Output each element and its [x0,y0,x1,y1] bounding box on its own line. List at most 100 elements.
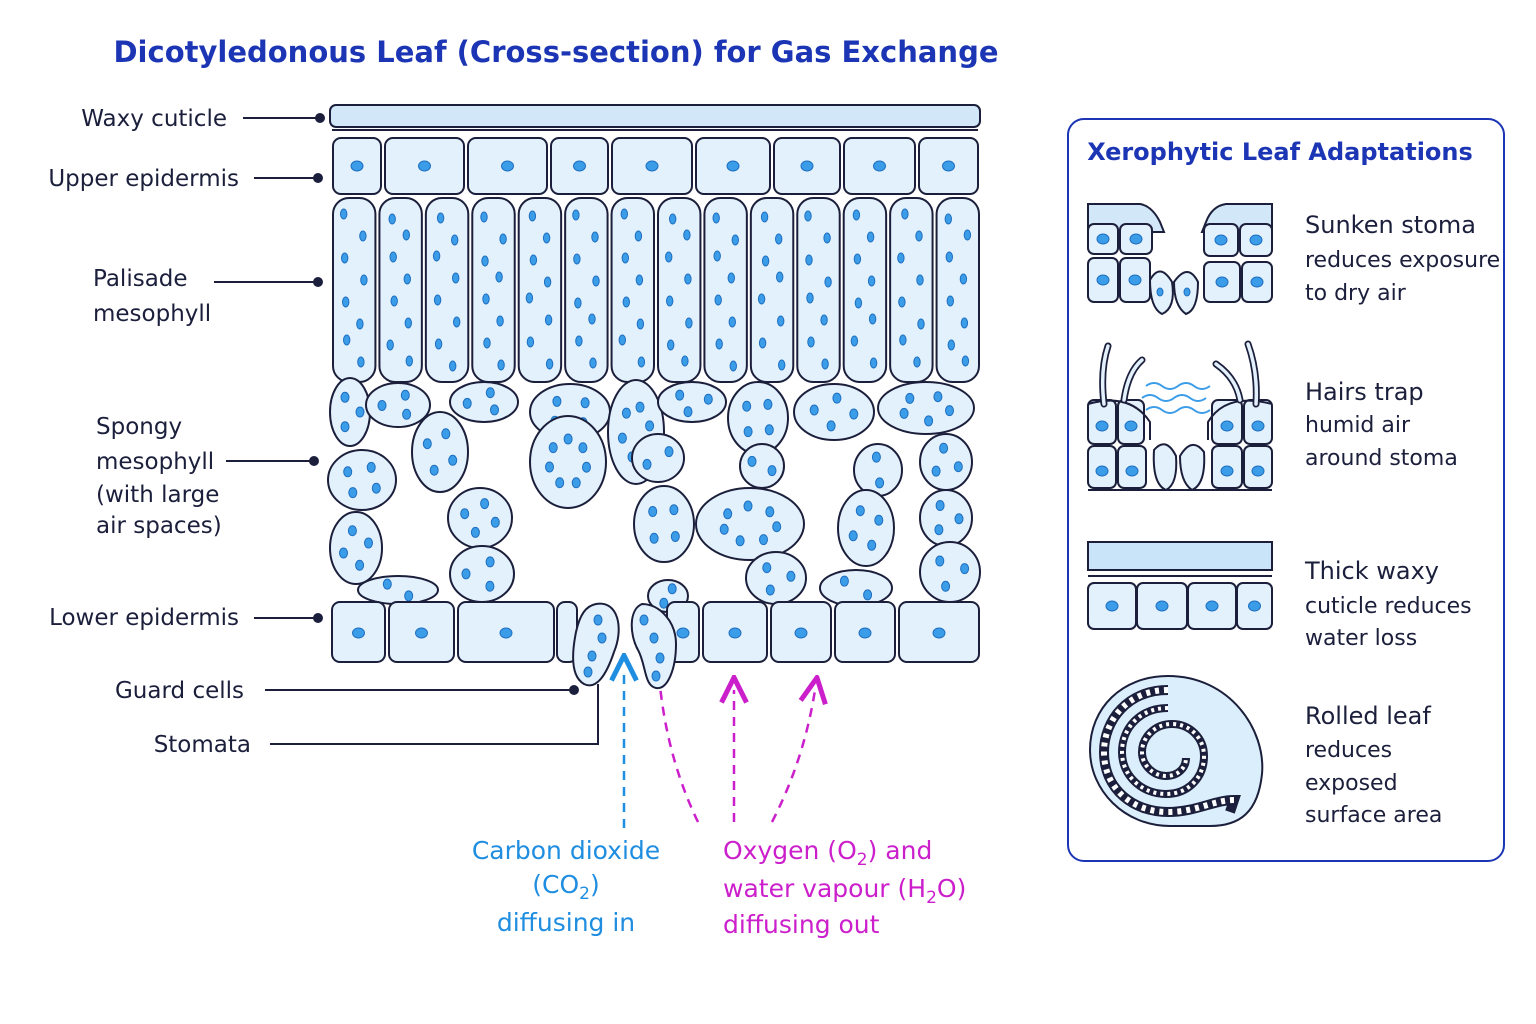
chloroplast [715,338,723,350]
chloroplast [863,589,873,601]
nucleus [873,160,886,172]
spongy-cell [448,380,520,424]
chloroplast [655,652,665,664]
spongy-cell [630,432,686,484]
chloroplast [728,316,736,328]
palisade-cell [749,197,795,383]
chloroplast [778,359,786,371]
nucleus [1220,465,1234,477]
chloroplast [483,337,491,349]
palisade-cell [610,197,655,383]
palisade-cell [935,197,980,383]
chloroplast [659,597,669,609]
chloroplast [959,273,968,285]
chloroplast [684,273,692,285]
nucleus [1096,233,1110,245]
chloroplast [563,433,573,445]
rolled-leaf-cells [1100,687,1235,816]
label-waxy-cuticle: Waxy cuticle [81,106,227,132]
chloroplast [482,293,490,305]
adaptation-sunken-desc-1: reduces exposure [1305,248,1500,273]
chloroplast [485,580,495,592]
nucleus [1155,600,1169,612]
chloroplast [591,231,599,243]
chloroplast [529,254,538,266]
spongy-cell [356,574,440,606]
nucleus [499,627,513,639]
adaptation-hairs-desc-2: around stoma [1305,446,1458,471]
adaptation-hairs-head: Hairs trap [1305,378,1424,406]
chloroplast [485,556,495,568]
label-palisade-1: Palisade [93,266,188,292]
chloroplast [809,404,819,416]
nucleus [418,160,431,172]
spongy-cell [918,540,982,604]
chloroplast [635,274,644,286]
nucleus [1125,465,1139,477]
nucleus [676,627,690,639]
label-leaders [214,113,599,745]
chloroplast [342,296,350,308]
chloroplast [850,335,859,347]
chloroplast [340,208,348,220]
palisade-cell [703,197,748,383]
spongy-cell [328,510,384,586]
chloroplast [490,516,500,528]
chloroplast [924,415,934,427]
chloroplast [589,357,597,369]
chloroplast [941,580,951,592]
chloroplast [382,578,392,590]
chloroplast [639,614,649,626]
palisade-cell [378,197,423,383]
chloroplast [645,420,655,432]
nucleus [1095,465,1109,477]
label-spongy-2: mesophyll [96,449,214,475]
chloroplast [348,487,358,499]
chloroplast [757,293,766,305]
palisade-cell [842,197,888,383]
chloroplast [580,397,590,409]
chloroplast [359,230,367,242]
thick-cuticle-icon [1087,541,1273,630]
chloroplast [821,358,829,370]
chloroplast [593,614,603,626]
palisade-cell [657,197,702,383]
chloroplast [712,212,720,224]
guard-cell-left [572,602,620,687]
chloroplast [460,508,470,520]
chloroplast [403,273,411,285]
adaptation-rolled-head: Rolled leaf [1305,702,1431,730]
chloroplast [683,229,691,241]
chloroplast [944,213,952,225]
chloroplast [875,477,885,489]
chloroplast [867,539,877,551]
h2o-arrow-curve [770,690,815,823]
chloroplast [823,232,831,244]
label-upper-epidermis: Upper epidermis [48,166,239,192]
nucleus [942,160,955,172]
chloroplast [575,335,583,347]
chloroplast [763,398,773,410]
chloroplast [552,395,562,407]
chloroplast [621,407,631,419]
o2-arrow-curve [658,685,700,823]
spongy-cell [918,488,974,548]
chloroplast [461,568,471,580]
chloroplast [775,233,783,245]
guard-cell [1178,444,1206,492]
chloroplast [804,210,812,222]
chloroplast [497,359,505,371]
chloroplast [356,318,364,330]
spongy-cell [726,380,790,456]
chloroplast [422,438,432,450]
chloroplast [452,272,460,284]
chloroplast [481,255,489,267]
label-spongy-4: air spaces) [96,513,222,539]
guard-cell [1152,443,1178,492]
rolled-leaf-icon [1088,674,1264,827]
chloroplast [664,446,674,458]
adaptation-cuticle-head: Thick waxy [1304,557,1439,585]
spongy-cell [632,484,696,564]
nucleus [1095,420,1109,432]
chloroplast [637,356,646,368]
